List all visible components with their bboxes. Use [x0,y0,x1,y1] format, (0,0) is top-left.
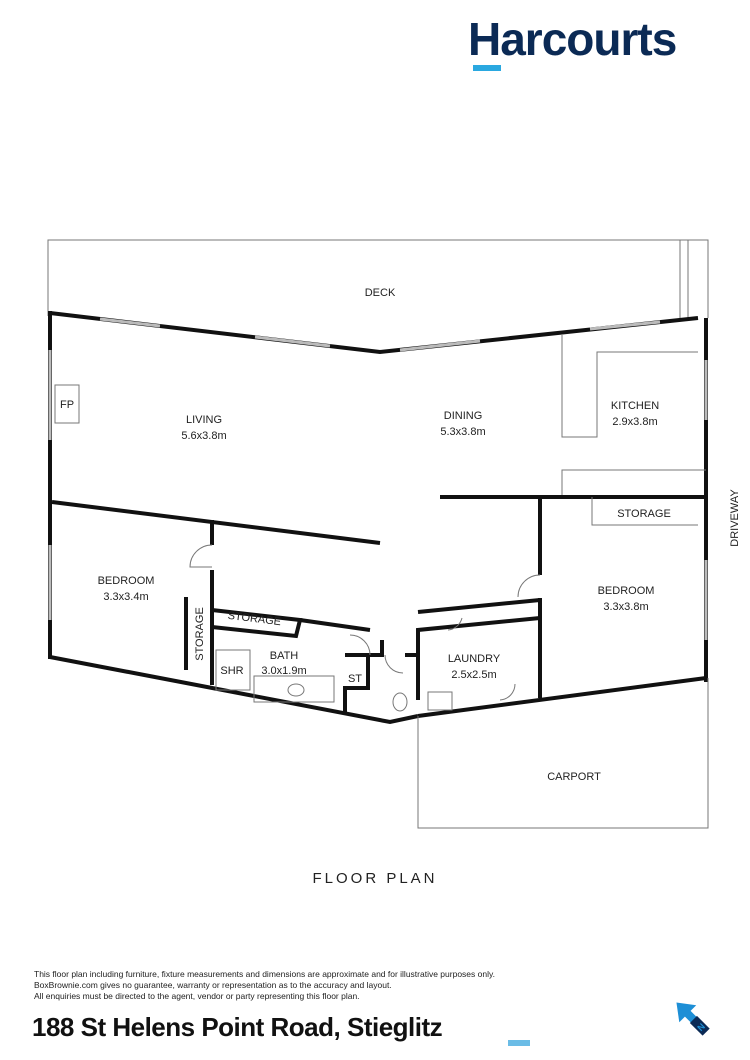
laundry-label: LAUNDRY [448,653,501,665]
bedroom-left-size: 3.3x3.4m [103,591,148,603]
bath-size: 3.0x1.9m [261,665,306,677]
exterior-walls [48,311,708,725]
doors [189,544,541,701]
living-size: 5.6x3.8m [181,430,226,442]
kitchen-size: 2.9x3.8m [612,416,657,428]
bedroom-left-label: BEDROOM [98,575,155,587]
windows [48,317,708,640]
carport-label: CARPORT [547,771,601,783]
carport-outline [417,678,709,829]
storage-label-left: STORAGE [194,607,206,661]
deck-label: DECK [365,287,396,299]
living-label: LIVING [186,414,222,426]
bath-label: BATH [270,650,299,662]
bedroom-right-label: BEDROOM [598,585,655,597]
disclaimer-line-3: All enquiries must be directed to the ag… [34,991,360,1001]
driveway-label: DRIVEWAY [729,489,741,547]
harcourts-logo: Harcourts [468,13,677,65]
plan-title: FLOOR PLAN [312,870,438,887]
bedroom-right-size: 3.3x3.8m [603,601,648,613]
disclaimer-line-2: BoxBrownie.com gives no guarantee, warra… [34,980,392,990]
disclaimer-line-1: This floor plan including furniture, fix… [34,969,495,979]
storage-label-bath: STORAGE [227,610,282,628]
logo-accent-bar [473,65,501,71]
dining-size: 5.3x3.8m [440,426,485,438]
north-label: N [695,1021,707,1033]
fireplace-label: FP [60,399,74,411]
deck-outline [47,239,709,318]
laundry-size: 2.5x2.5m [451,669,496,681]
north-arrow-icon: N [676,1002,710,1036]
property-address: 188 St Helens Point Road, Stieglitz [32,1012,443,1042]
interior-walls [51,335,706,712]
kitchen-label: KITCHEN [611,400,659,412]
accent-bar [508,1040,530,1046]
dining-label: DINING [444,410,483,422]
shower-label: SHR [220,665,243,677]
storage-label-right: STORAGE [617,508,671,520]
st-label: ST [348,673,362,685]
